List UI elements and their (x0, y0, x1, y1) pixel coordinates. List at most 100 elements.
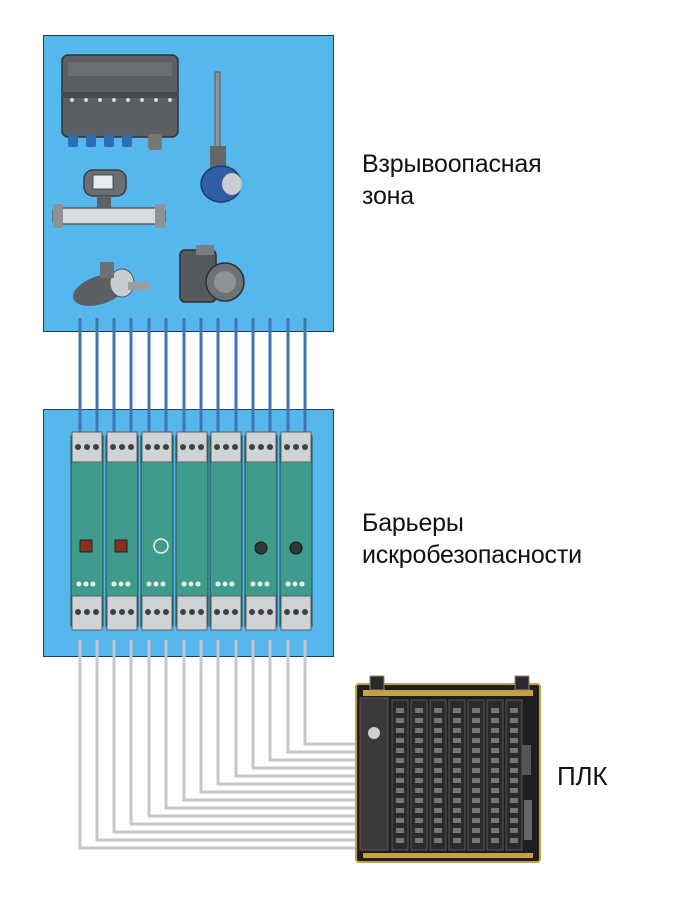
plc-label: ПЛК (557, 761, 608, 791)
module-led (215, 581, 221, 587)
module-switch (114, 539, 128, 553)
io-terminal (510, 818, 518, 823)
plc-wire (286, 640, 360, 754)
module-led (76, 581, 82, 587)
io-terminal (396, 708, 404, 713)
terminal-screw (198, 609, 204, 615)
terminal-screw (75, 444, 81, 450)
io-terminal (453, 768, 461, 773)
field-wires (78, 318, 307, 446)
io-terminal (415, 798, 423, 803)
terminal-screw (93, 609, 99, 615)
terminal-screw (232, 444, 238, 450)
io-terminal (434, 748, 442, 753)
module-led (181, 581, 187, 587)
io-terminal (491, 728, 499, 733)
terminal-screw (189, 609, 195, 615)
module-body (209, 435, 243, 627)
io-terminal (491, 798, 499, 803)
io-terminal (491, 708, 499, 713)
io-terminal (491, 788, 499, 793)
io-terminal (396, 838, 404, 843)
terminal-screw (128, 609, 134, 615)
flowmeter-icon (52, 169, 166, 228)
io-terminal (472, 708, 480, 713)
terminal-screw (249, 609, 255, 615)
io-terminal (453, 708, 461, 713)
io-terminal (396, 718, 404, 723)
module-knob (289, 541, 303, 555)
terminal-screw (214, 444, 220, 450)
terminal-screw (180, 444, 186, 450)
terminal-screw (223, 444, 229, 450)
barrier-module (140, 431, 174, 631)
terminal-screw (223, 609, 229, 615)
io-terminal (415, 788, 423, 793)
plc-wire (234, 640, 360, 778)
module-body (175, 435, 209, 627)
terminal-screw (180, 609, 186, 615)
io-terminal (434, 728, 442, 733)
io-terminal (491, 768, 499, 773)
io-terminal (472, 788, 480, 793)
plc-wire (147, 640, 360, 818)
plc-wire (164, 640, 360, 810)
io-terminal (434, 818, 442, 823)
plc-wire (182, 640, 360, 802)
terminal-screw (84, 609, 90, 615)
barrier-module (105, 431, 139, 631)
io-terminal (491, 748, 499, 753)
io-terminal (415, 808, 423, 813)
temperature-sensor-icon (200, 71, 242, 203)
plc-io-card (410, 699, 428, 851)
io-terminal (434, 718, 442, 723)
module-body (279, 435, 313, 627)
plc-wire (78, 640, 360, 850)
plc-wire (216, 640, 360, 786)
module-led (257, 581, 263, 587)
io-terminal (396, 758, 404, 763)
io-terminal (396, 828, 404, 833)
io-terminal (434, 778, 442, 783)
io-terminal (396, 808, 404, 813)
io-terminal (415, 828, 423, 833)
junction-box-icon (61, 54, 179, 150)
io-terminal (453, 808, 461, 813)
plc-io-card (448, 699, 466, 851)
terminal-screw (258, 444, 264, 450)
io-terminal (491, 758, 499, 763)
barriers-label-line1: Барьеры (362, 509, 464, 537)
io-terminal (415, 768, 423, 773)
module-led (229, 581, 235, 587)
io-terminal (434, 798, 442, 803)
module-led (90, 581, 96, 587)
io-terminal (453, 838, 461, 843)
module-led (118, 581, 124, 587)
terminal-screw (119, 609, 125, 615)
terminal-screw (119, 444, 125, 450)
module-led (222, 581, 228, 587)
plc-wire (303, 640, 360, 746)
barrier-module (70, 431, 104, 631)
io-terminal (472, 798, 480, 803)
io-terminal (415, 748, 423, 753)
plc-wire (199, 640, 360, 794)
terminal-screw (302, 609, 308, 615)
module-led (264, 581, 270, 587)
io-terminal (510, 708, 518, 713)
io-terminal (472, 778, 480, 783)
terminal-screw (110, 444, 116, 450)
module-led (146, 581, 152, 587)
terminal-screw (189, 444, 195, 450)
io-terminal (415, 718, 423, 723)
io-terminal (472, 828, 480, 833)
io-terminal (491, 828, 499, 833)
terminal-screw (267, 444, 273, 450)
module-body (105, 435, 139, 627)
module-indicator (153, 538, 169, 554)
io-terminal (472, 758, 480, 763)
terminal-screw (249, 444, 255, 450)
module-switch (79, 539, 93, 553)
terminal-screw (302, 444, 308, 450)
